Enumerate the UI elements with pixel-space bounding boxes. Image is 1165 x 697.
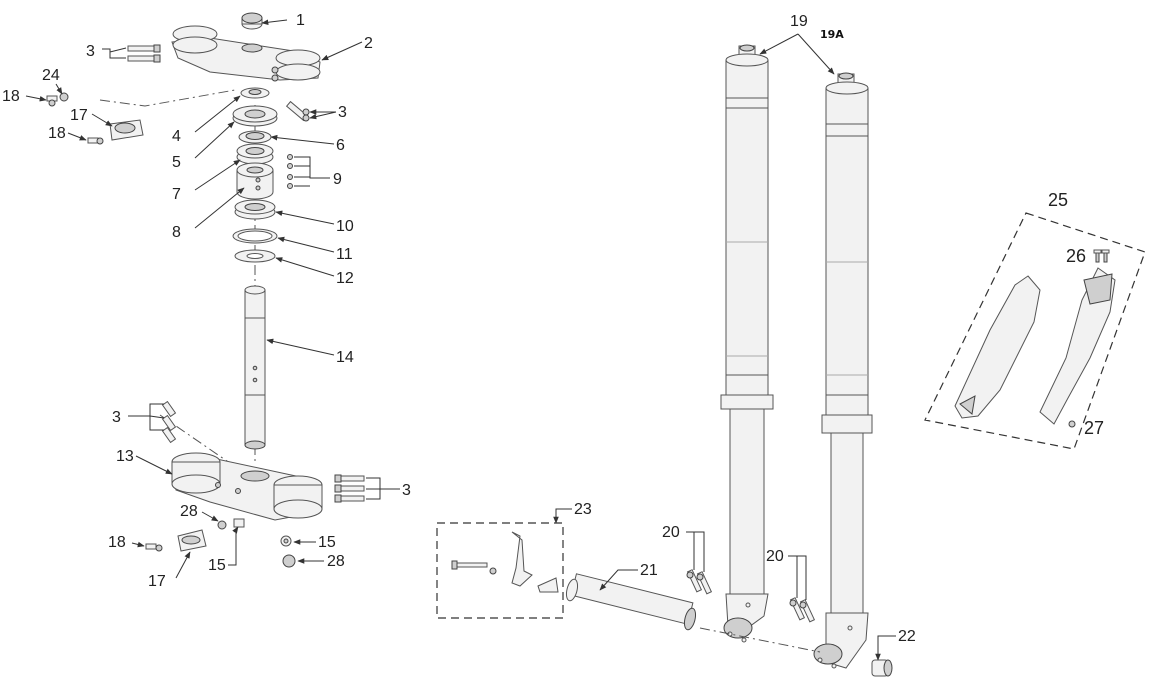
nut-28-lower-left: [217, 520, 227, 530]
leader-21: [599, 569, 638, 591]
guard-kit-25-box: [924, 212, 1146, 450]
stem-nut: [241, 12, 263, 30]
label-part-22: 22: [898, 628, 916, 645]
label-part-15-b: 15: [318, 534, 336, 551]
bolt-18-b: [87, 137, 104, 145]
pinch-bolts-20-right: [789, 597, 816, 623]
label-part-3-lower-right: 3: [402, 482, 411, 499]
axle-nut-22: [871, 659, 893, 677]
label-part-28-b: 28: [327, 553, 345, 570]
label-part-13: 13: [116, 448, 134, 465]
lower-triple-clamp: [171, 452, 323, 521]
leaders-left: [25, 19, 400, 579]
screw-27: [1068, 420, 1076, 428]
set-screws-9: [287, 154, 293, 189]
part-labels: 1 2 3 3 24 18 17 18 4 5 6 7 9 8 10 11 12…: [2, 12, 1104, 645]
label-part-8: 8: [172, 224, 181, 241]
nut-28-right: [282, 554, 296, 568]
bolt-18-c: [145, 543, 163, 552]
label-part-20-b: 20: [766, 548, 784, 565]
label-part-23: 23: [574, 501, 592, 518]
label-part-4: 4: [172, 128, 181, 145]
handlebar-clamp-upper: [109, 119, 144, 141]
label-part-18-c: 18: [108, 534, 126, 551]
label-part-5: 5: [172, 154, 181, 171]
label-part-9: 9: [333, 171, 342, 188]
label-part-26: 26: [1066, 246, 1086, 266]
bushing-7: [236, 143, 274, 165]
spacer-15-left: [233, 518, 245, 528]
fork-guard-left: [954, 275, 1041, 419]
label-part-15-a: 15: [208, 557, 226, 574]
fork-leg-19a: [813, 72, 873, 669]
clamp-bolts-upper-right: [285, 100, 310, 122]
clamp-bolts-lower-right: [334, 474, 365, 503]
label-part-2: 2: [364, 35, 373, 52]
label-part-7: 7: [172, 186, 181, 203]
label-part-6: 6: [336, 137, 345, 154]
clamp-bolts-lower-left: [161, 400, 177, 444]
label-part-12: 12: [336, 270, 354, 287]
spacer-15-right: [280, 535, 292, 547]
fork-guard-right: [1039, 267, 1116, 425]
upper-triple-clamp: [171, 25, 321, 82]
label-part-19: 19: [790, 13, 808, 30]
fork-leg-19: [720, 44, 774, 643]
label-part-27: 27: [1084, 418, 1104, 438]
steering-stem-14: [244, 285, 266, 450]
leader-23: [553, 508, 572, 524]
axle-21: [565, 573, 697, 631]
centerline-upper: [99, 89, 236, 107]
label-part-11: 11: [336, 246, 353, 263]
seal-ring-11: [232, 228, 278, 244]
label-part-3-lower-left: 3: [112, 409, 121, 426]
pinch-bolts-20-left: [686, 569, 713, 595]
screws-26: [1093, 249, 1110, 263]
bracket-kit-23: [451, 531, 559, 593]
label-part-28-a: 28: [180, 503, 198, 520]
label-part-21: 21: [640, 562, 658, 579]
washer-12: [234, 249, 276, 263]
seal-6: [238, 130, 272, 144]
label-part-1: 1: [296, 12, 305, 29]
label-part-17-a: 17: [70, 107, 88, 124]
label-part-18-a: 18: [2, 88, 20, 105]
leaders-right: [686, 33, 896, 661]
label-part-25: 25: [1048, 190, 1068, 210]
label-part-18-b: 18: [48, 125, 66, 142]
label-part-24: 24: [42, 67, 60, 84]
label-part-20-a: 20: [662, 524, 680, 541]
label-part-3-upper-right: 3: [338, 104, 347, 121]
label-part-14: 14: [336, 349, 354, 366]
bearing-5: [232, 105, 278, 127]
bolt-24: [46, 92, 69, 107]
clamp-bolts-upper-left: [127, 44, 161, 63]
handlebar-clamp-lower: [177, 529, 207, 552]
dust-seal-4: [240, 87, 270, 99]
bearing-10: [234, 199, 276, 220]
label-part-3-upper-left: 3: [86, 43, 95, 60]
kit-23-box: [436, 522, 564, 619]
collar-8: [236, 162, 274, 200]
centerline-axle: [699, 627, 821, 653]
label-part-17-b: 17: [148, 573, 166, 590]
label-part-19a: 19A: [820, 28, 844, 41]
label-part-10: 10: [336, 218, 354, 235]
